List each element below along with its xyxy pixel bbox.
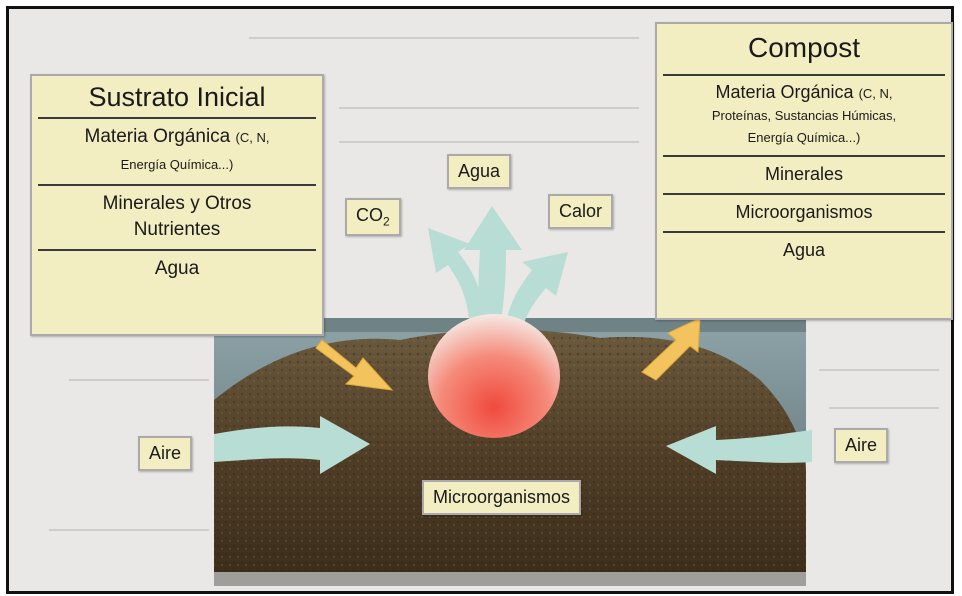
water-section: Agua — [663, 231, 945, 269]
faint-text-line — [69, 379, 209, 381]
air-right-arrow — [666, 426, 812, 474]
air-left-label: Aire — [138, 436, 193, 471]
microorganisms-section: Microorganismos — [663, 193, 945, 231]
co2-subscript: 2 — [383, 214, 390, 229]
water-arrow — [464, 206, 522, 330]
panel-title: Compost — [747, 32, 861, 63]
organic-detail-a: (C, N, — [858, 86, 893, 101]
faint-text-line — [819, 369, 939, 371]
hot-core — [428, 314, 560, 438]
faint-text-line — [249, 37, 639, 39]
compost-texture — [214, 329, 806, 586]
compost-panel: Compost Materia Orgánica (C, N, Proteína… — [655, 22, 953, 320]
panel-title: Sustrato Inicial — [88, 82, 266, 112]
organic-matter-section: Materia Orgánica (C, N, Proteínas, Susta… — [663, 74, 945, 155]
co2-label: CO2 — [345, 198, 401, 236]
air-left-arrow — [214, 416, 370, 474]
co2-text: CO — [356, 205, 383, 225]
initial-substrate-panel: Sustrato Inicial Materia Orgánica (C, N,… — [30, 74, 324, 336]
ground-strip — [214, 572, 806, 586]
organic-matter-label: Materia Orgánica — [84, 126, 231, 147]
faint-text-line — [339, 107, 639, 109]
organic-detail-b: Energía Química...) — [120, 157, 234, 172]
faint-text-line — [829, 407, 939, 409]
faint-text-line — [339, 141, 639, 143]
output-arrow — [641, 317, 701, 381]
water-section: Agua — [38, 249, 316, 288]
input-arrow — [315, 339, 394, 391]
minerals-section: Minerales y Otros Nutrientes — [38, 184, 316, 249]
organic-detail-b: Proteínas, Sustancias Húmicas, Energía Q… — [711, 108, 897, 145]
co2-arrow — [428, 228, 486, 330]
minerals-section: Minerales — [663, 155, 945, 193]
heat-arrow — [504, 252, 568, 330]
organic-matter-section: Materia Orgánica (C, N, Energía Química.… — [38, 117, 316, 184]
organic-detail-a: (C, N, — [235, 130, 270, 145]
microorganisms-label: Microorganismos — [422, 480, 582, 515]
heat-label: Calor — [548, 194, 614, 229]
organic-matter-label: Materia Orgánica — [715, 82, 854, 102]
faint-text-line — [49, 529, 209, 531]
water-output-label: Agua — [447, 154, 512, 189]
air-right-label: Aire — [834, 428, 889, 463]
